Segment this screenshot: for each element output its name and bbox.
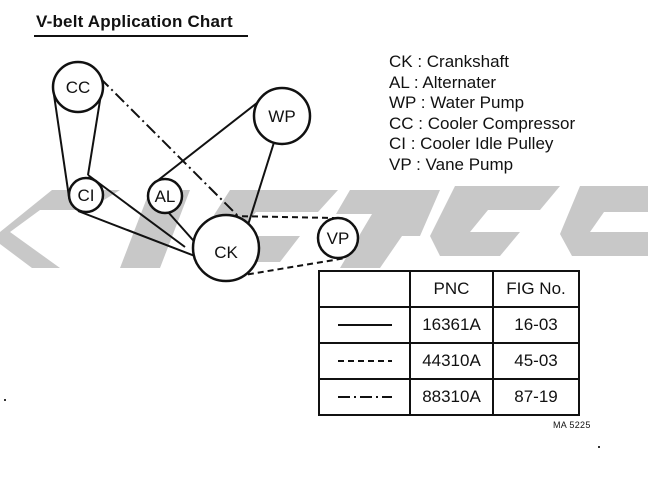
parts-table: PNC FIG No. 16361A 16-03 44310A 45-03 88…: [318, 270, 580, 416]
header-pnc: PNC: [409, 270, 494, 308]
pulley-label-ck: CK: [214, 243, 238, 262]
pulley-label-cc: CC: [66, 78, 91, 97]
pulley-cc: [51, 60, 105, 114]
pnc-cell: 88310A: [409, 378, 494, 416]
legend-item: VP : Vane Pump: [389, 154, 514, 174]
line-sample-solid: [318, 306, 411, 344]
legend-item: CC : Cooler Compressor: [389, 113, 576, 133]
scan-speck: [598, 446, 600, 448]
figure-code: MA 5225: [553, 420, 591, 430]
header-line-type: [318, 270, 411, 308]
chart-title: V-belt Application Chart: [36, 12, 233, 31]
belt-solid: [53, 87, 201, 259]
pnc-cell: 44310A: [409, 342, 494, 380]
pulley-wp: [252, 86, 312, 146]
fig-cell: 87-19: [492, 378, 580, 416]
belt-dashed: [231, 215, 347, 277]
pulley-vp: [316, 216, 360, 260]
pulley-al: [146, 177, 184, 215]
pulley-label-vp: VP: [327, 229, 350, 248]
table-row: 44310A 45-03: [318, 342, 580, 380]
legend-item: WP : Water Pump: [389, 93, 525, 112]
pulley-ck: [191, 213, 261, 283]
fig-cell: 16-03: [492, 306, 580, 344]
belt-dash-dot: [99, 77, 245, 223]
legend-item: CK : Crankshaft: [389, 52, 509, 71]
title-underline: [34, 35, 248, 37]
line-sample-dash-dot: [318, 378, 411, 416]
pulley-label-wp: WP: [268, 107, 295, 126]
pnc-cell: 16361A: [409, 306, 494, 344]
table-row: 16361A 16-03: [318, 306, 580, 344]
line-sample-dashed: [318, 342, 411, 380]
pulley-ci: [67, 176, 105, 214]
abbreviation-legend: CK : Crankshaft AL : Alternater WP : Wat…: [389, 52, 575, 175]
header-fig-no: FIG No.: [492, 270, 580, 308]
legend-item: AL : Alternater: [389, 72, 497, 92]
pulley-label-al: AL: [155, 187, 176, 206]
legend-item: CI : Cooler Idle Pulley: [389, 134, 554, 153]
pulley-label-ci: CI: [78, 186, 95, 205]
table-row: 88310A 87-19: [318, 378, 580, 416]
scan-speck: [4, 399, 6, 401]
fig-cell: 45-03: [492, 342, 580, 380]
table-header-row: PNC FIG No.: [318, 270, 580, 308]
